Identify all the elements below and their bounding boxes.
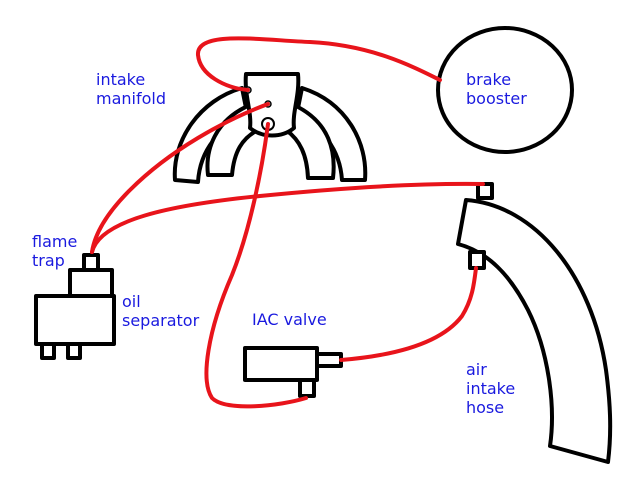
manifold-runner-inner-right [284,103,336,180]
oil-separator-top-nozzle [82,253,100,272]
iac-valve-bottom-port [298,378,316,398]
intake-manifold-label: intake manifold [96,70,166,108]
iac-valve-label: IAC valve [252,310,327,329]
air-intake-hose [456,182,613,464]
intake-manifold-label-line-1: intake [96,70,146,89]
brake-booster-label-line-1: brake [466,70,512,89]
brake-booster-label: brake booster [466,70,527,108]
vacuum-line-manifold-to-brake-booster [196,36,442,92]
brake-booster-label-line-2: booster [466,89,527,108]
oil-separator-body [34,294,116,346]
vacuum-line-manifold-to-flame-trap [90,102,270,254]
oil-separator-drain-right [66,342,82,360]
flame-trap-label: flame trap [32,232,77,270]
air-intake-hose-top-nipple [476,182,494,200]
intake-manifold-label-line-2: manifold [96,89,166,108]
brake-booster [436,26,574,154]
vacuum-line-flame-trap-to-air-hose [90,181,485,254]
flame-trap-label-line-1: flame [32,232,78,251]
iac-valve-label-line-1: IAC valve [252,310,327,329]
manifold-plenum [243,72,301,138]
flame-trap-label-line-2: trap [32,251,65,270]
intake-manifold [172,72,368,184]
air-intake-hose-label-line-1: air [466,360,487,379]
iac-valve [243,346,343,398]
vacuum-lines [90,36,485,409]
vacuum-line-manifold-to-iac-valve [204,122,308,409]
air-intake-hose-label-line-2: intake [466,379,516,398]
vacuum-line-iac-valve-to-air-hose [339,266,478,362]
air-intake-hose-side-nipple [468,250,486,270]
air-intake-hose-body [456,198,613,464]
oil-separator-label-line-1: oil [122,292,141,311]
oil-separator-label-line-2: separator [122,311,200,330]
oil-separator [34,253,116,360]
oil-separator-label: oil separator [122,292,199,330]
air-intake-hose-label: air intake hose [466,360,515,417]
air-intake-hose-label-line-3: hose [466,398,505,417]
iac-valve-body [243,346,319,382]
oil-separator-drain-left [40,342,56,360]
iac-valve-side-port [315,352,343,368]
oil-separator-upper-block [68,268,114,298]
